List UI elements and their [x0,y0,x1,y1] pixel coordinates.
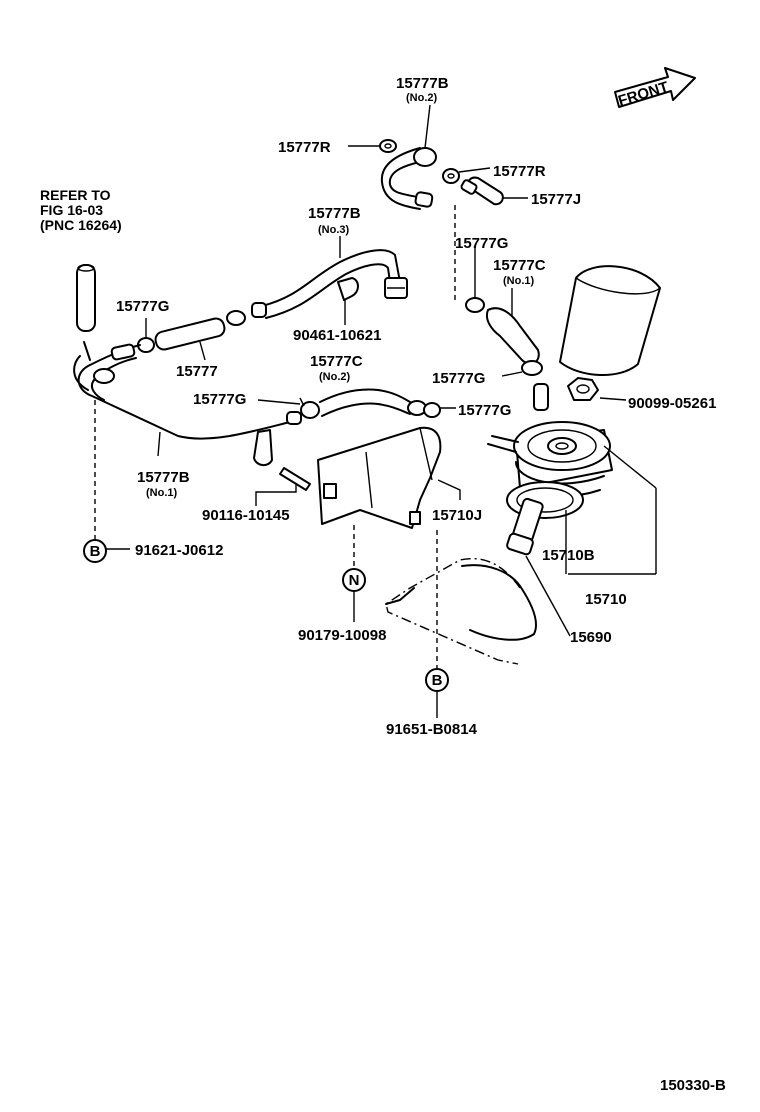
clamp-15777G-mid-right [423,402,441,418]
label-15777C-no1-sub: (No.1) [503,275,535,287]
label-15777J: 15777J [531,191,581,208]
clamp-15777G-left [137,318,155,353]
label-15710: 15710 [585,591,627,608]
refer-note: REFER TO FIG 16-03 (PNC 16264) [40,187,122,233]
label-15777B-no3-sub: (No.3) [318,224,350,236]
refer-note-line-2: FIG 16-03 [40,202,103,218]
label-15777B-no2-sub: (No.2) [406,92,438,104]
label-90099: 90099-05261 [628,395,716,412]
callout-n-text: N [349,572,360,589]
bracket-15710J [317,426,461,529]
clamp-15777G-mid-left [299,397,305,407]
label-15777G-left: 15777G [116,298,169,315]
label-15777B-no2: 15777B [396,75,449,92]
ring-15777R-right [442,167,491,184]
reference-hose [76,264,96,332]
oil-filter [559,265,661,376]
label-15777R-left: 15777R [278,139,331,156]
label-15777G-mid-right: 15777G [458,402,511,419]
label-15777C-no2-sub: (No.2) [319,371,351,383]
label-15710J: 15710J [432,507,482,524]
label-15710B: 15710B [542,547,595,564]
clamp-15777G-top [465,248,485,313]
front-arrow: FRONT [614,67,696,110]
clamp-15777G-filter [501,360,543,377]
hose-15777C-no2 [257,388,456,419]
label-15777C-no1: 15777C [493,257,546,274]
hose-15777B-no3 [251,236,408,319]
oil-cooler-15710 [487,383,657,575]
label-15777G-top: 15777G [455,235,508,252]
label-15690: 15690 [570,629,612,646]
stud-90116 [255,467,311,506]
cooler-cover [385,557,538,665]
label-15777B-no1-sub: (No.1) [146,487,178,499]
callout-b-bottom-text: B [432,672,443,689]
hose-15777B-no2 [380,104,437,210]
ring-15777R-left [348,139,397,153]
hose-15777B-no1 [73,341,302,466]
label-91621: 91621-J0612 [135,542,223,559]
label-15777: 15777 [176,363,218,380]
label-90461: 90461-10621 [293,327,381,344]
callout-b-left-text: B [90,543,101,560]
label-15777B-no3: 15777B [308,205,361,222]
callout-n: N [342,568,366,622]
nut-90099 [567,377,627,401]
refer-note-line-3: (PNC 16264) [40,217,122,233]
label-90116: 90116-10145 [202,507,290,524]
label-15777R-right: 15777R [493,163,546,180]
callout-b-bottom: B [425,668,449,718]
figure-code: 150330-B [660,1077,726,1094]
hose-15777 [154,310,246,361]
label-90179: 90179-10098 [298,627,386,644]
hose-15777C-no1 [486,288,540,365]
label-15777G-filter: 15777G [432,370,485,387]
label-15777G-mid-left: 15777G [193,391,246,408]
refer-note-line-1: REFER TO [40,187,111,203]
label-91651: 91651-B0814 [386,721,478,738]
callout-b-left: B [83,539,130,563]
clip-90461 [337,277,359,325]
union-15690 [506,497,571,637]
label-15777B-no1: 15777B [137,469,190,486]
fitting-15777J [460,176,528,206]
label-15777C-no2: 15777C [310,353,363,370]
